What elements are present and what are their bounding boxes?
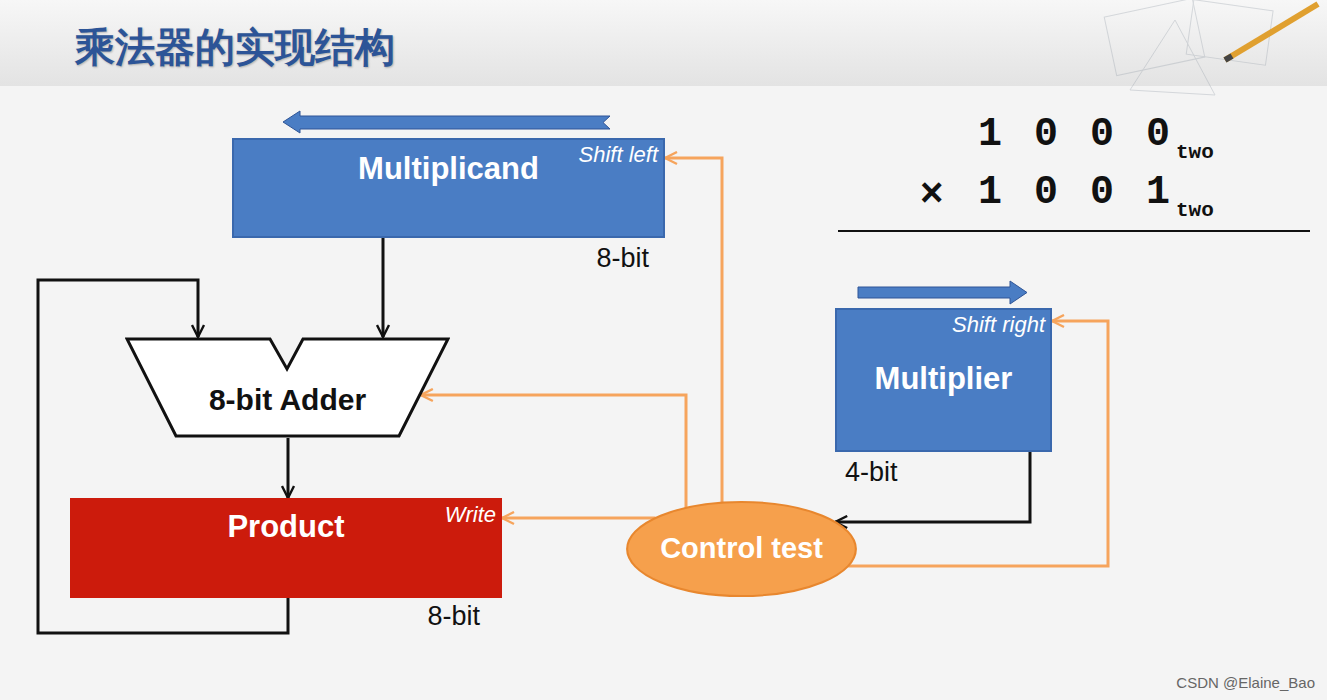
pencil-tip [1225,56,1232,60]
register-name: Multiplier [837,361,1050,397]
data-path [835,452,1030,522]
control-line [665,158,722,503]
operand-digits: 1 0 0 0 [978,112,1174,157]
watermark: CSDN @Elaine_Bao [1176,674,1315,691]
control-signal: Shift left [579,142,658,168]
product-register: ProductWrite8-bit [70,498,502,598]
register-box: MultiplierShift right4-bit [835,308,1052,452]
control-signal: Write [445,502,496,528]
times-sign: × [920,170,943,215]
adder-shape: 8-bit Adder [125,337,450,438]
control-line [421,395,686,508]
data-path [382,238,385,337]
operand-digits: 1 0 0 1 [978,170,1174,215]
control-line [502,517,655,520]
base-subscript: two [1176,199,1214,222]
shift-left-arrow [283,111,610,133]
adder-name: 8-bit Adder [125,383,450,417]
base-subscript: two [1176,141,1214,164]
register-box: MultiplicandShift left8-bit [232,138,665,238]
sum-rule [838,230,1310,232]
register-name: Product [70,509,502,545]
control-ellipse: Control test [625,500,858,598]
bit-width: 4-bit [845,457,898,488]
bit-width: 8-bit [596,243,649,274]
control-name: Control test [625,532,858,565]
pencil [1225,4,1318,60]
bit-width: 8-bit [427,601,480,632]
control-signal: Shift right [952,312,1045,338]
shift-right-arrow [858,281,1027,304]
data-path [287,438,290,498]
slide-title: 乘法器的实现结构 [75,20,395,75]
